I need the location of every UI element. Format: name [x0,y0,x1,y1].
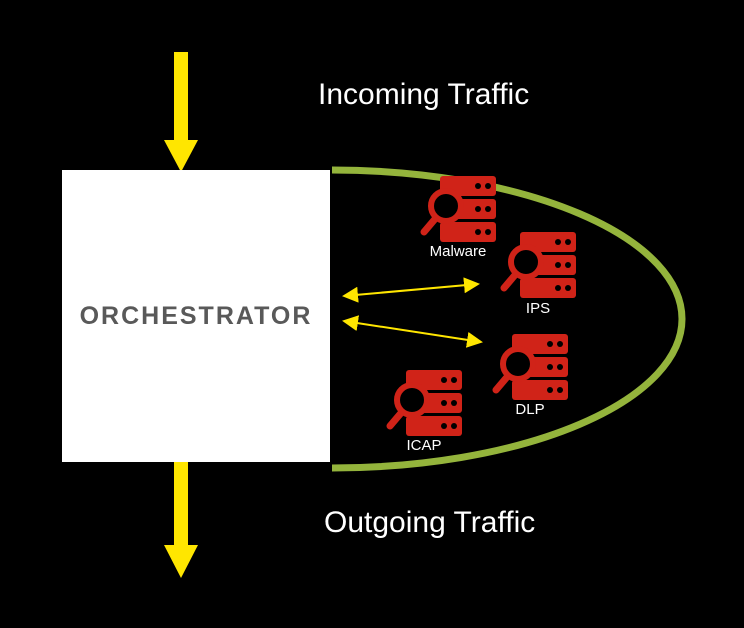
outgoing-traffic-label: Outgoing Traffic [324,506,536,539]
service-label-ips: IPS [525,300,551,317]
orchestrator-label: ORCHESTRATOR [79,301,313,330]
malware-scanner-icon [424,176,496,242]
orchestrator-box: ORCHESTRATOR [62,170,330,462]
outgoing-traffic-arrow-icon [164,462,198,578]
incoming-traffic-arrow-icon [164,52,198,172]
incoming-traffic-label: Incoming Traffic [318,78,530,111]
security-services-enclosure-ellipse [331,166,686,472]
orchestrator-service-link-arrow-upper [342,277,480,303]
dlp-scanner-icon [496,334,568,400]
service-label-icap: ICAP [406,437,442,454]
service-label-malware: Malware [429,243,487,260]
service-label-dlp: DLP [515,401,545,418]
ips-scanner-icon [504,232,576,298]
icap-scanner-icon [390,370,462,436]
orchestrator-service-link-arrow-lower [342,315,483,348]
